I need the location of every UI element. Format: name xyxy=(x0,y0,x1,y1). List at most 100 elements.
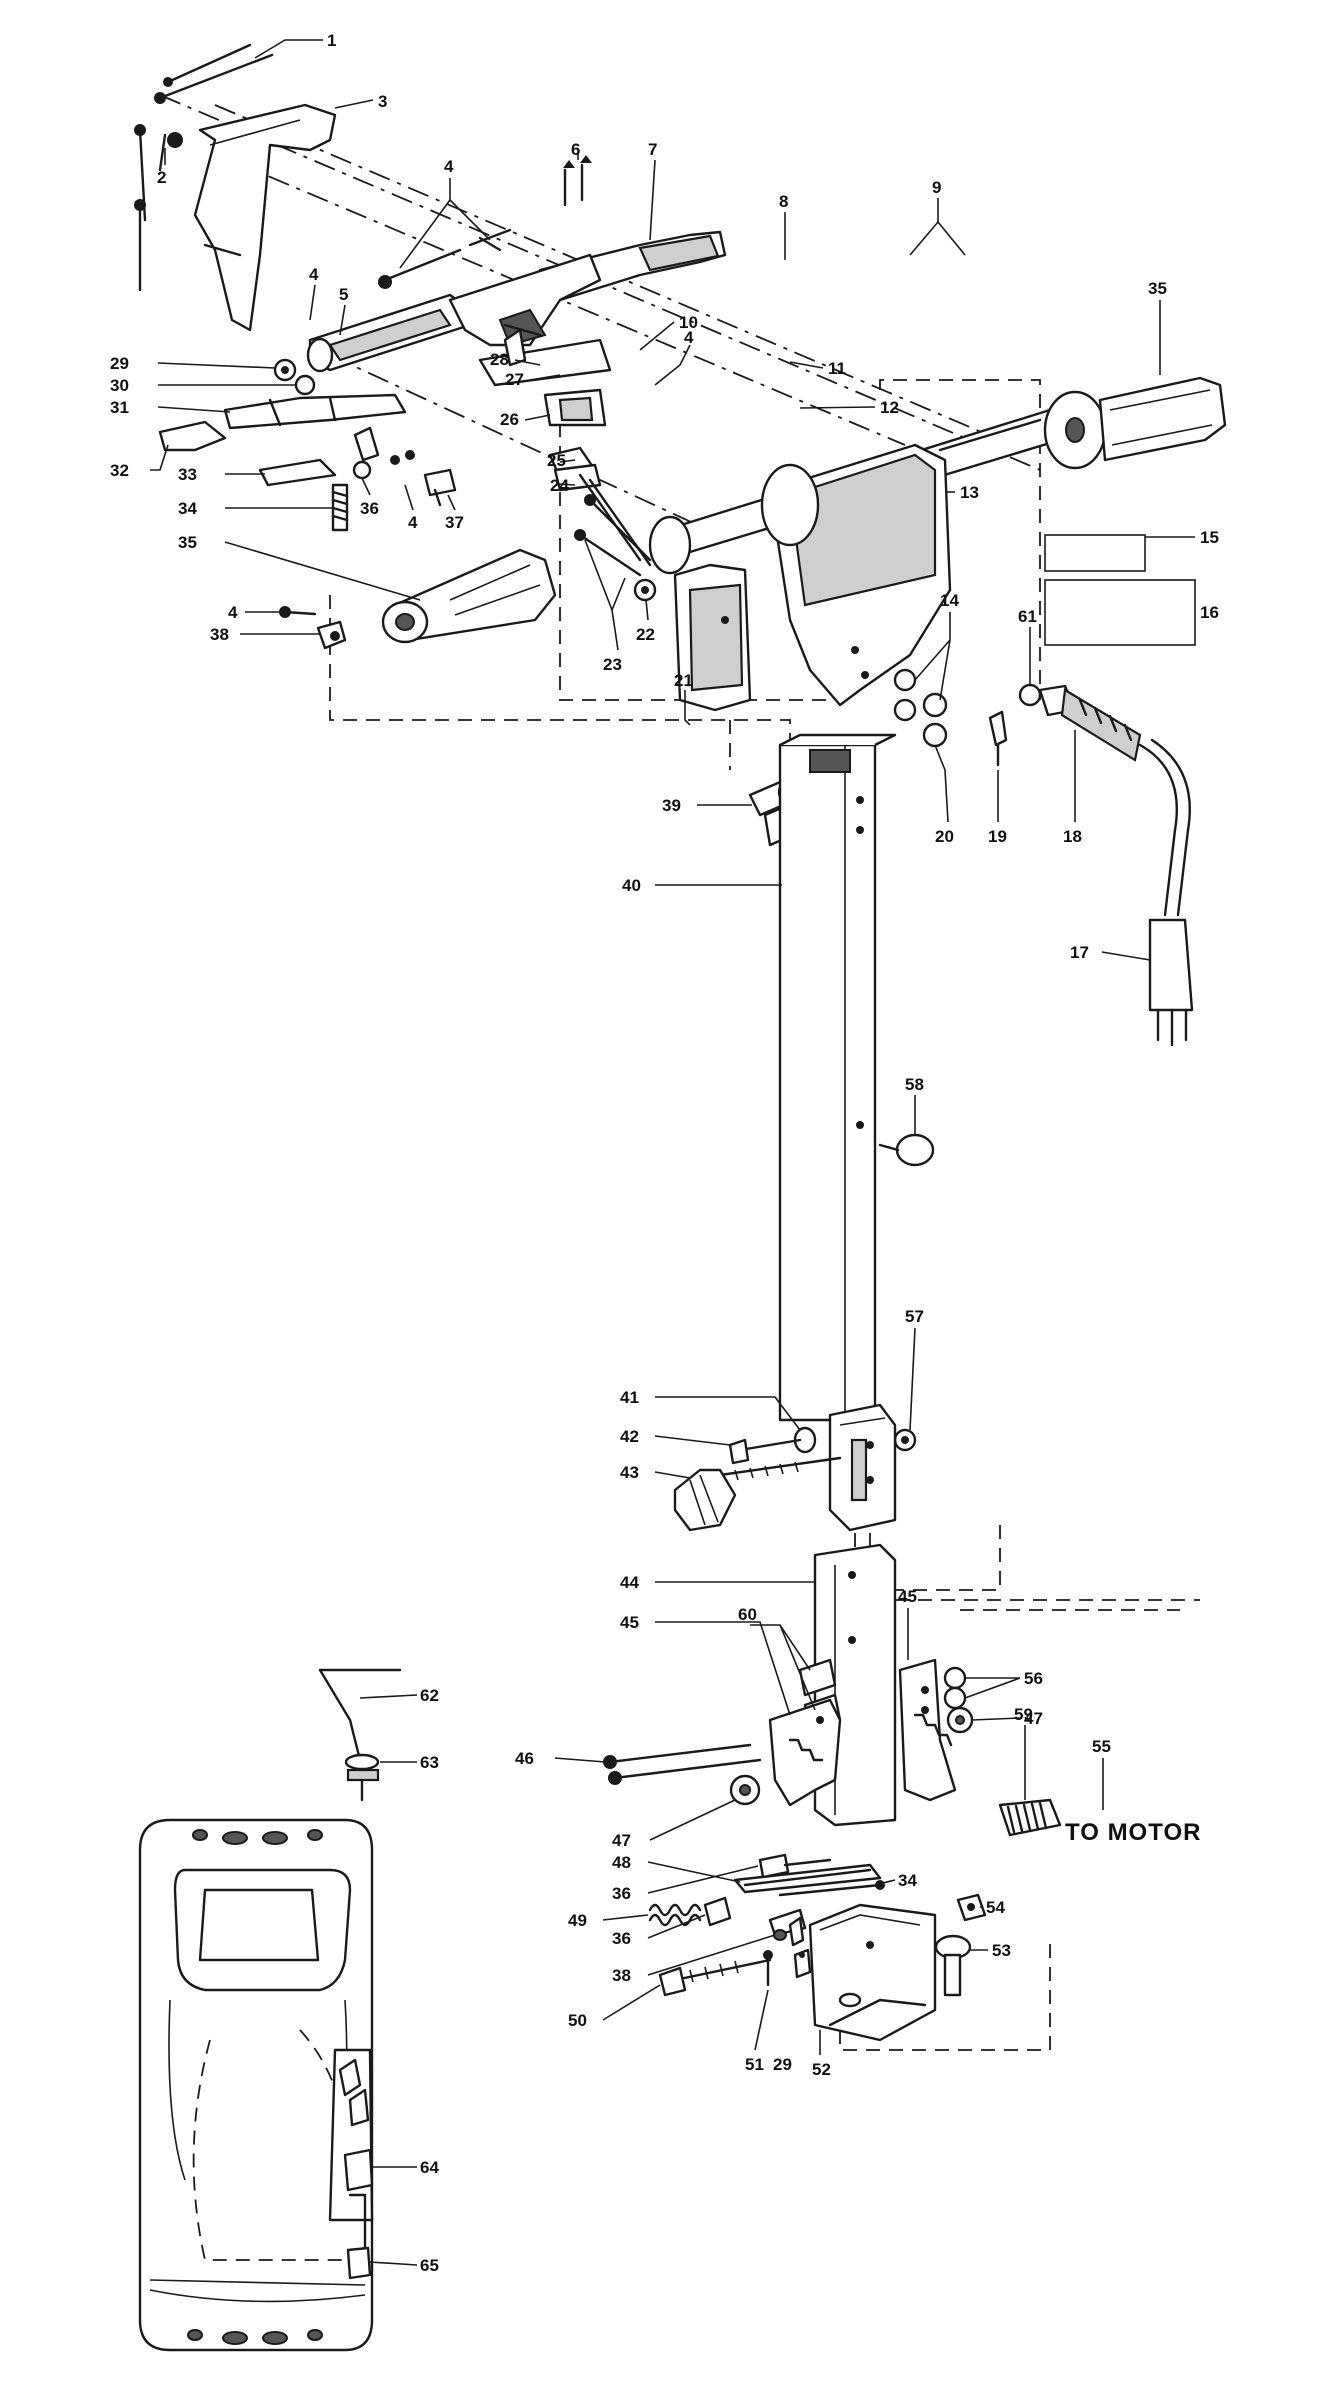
to-motor-label: TO MOTOR xyxy=(1065,1819,1201,1846)
label-6: 6 xyxy=(571,140,580,159)
label-41: 41 xyxy=(620,1388,639,1407)
label-50: 50 xyxy=(568,2011,587,2030)
handle-bracket-21 xyxy=(673,563,752,712)
inset-housing xyxy=(138,1668,402,2352)
label-64: 64 xyxy=(420,2158,439,2177)
label-51: 51 xyxy=(745,2055,764,2074)
label-2: 2 xyxy=(157,168,166,187)
shaft-clamp-upper xyxy=(828,1403,897,1532)
label-26: 26 xyxy=(500,410,519,429)
label-34: 34 xyxy=(178,499,197,518)
label-38b: 38 xyxy=(612,1966,631,1985)
label-9: 9 xyxy=(932,178,941,197)
label-29: 29 xyxy=(110,354,129,373)
label-21: 21 xyxy=(674,671,693,690)
label-52: 52 xyxy=(812,2060,831,2079)
label-22: 22 xyxy=(636,625,655,644)
plate-33 xyxy=(258,458,337,487)
tilt-bracket-right xyxy=(898,1658,957,1802)
screw-nut-38 xyxy=(279,606,347,650)
label-14: 14 xyxy=(940,591,959,610)
label-4b: 4 xyxy=(309,265,319,284)
switch-bar-31 xyxy=(223,393,407,430)
label-42: 42 xyxy=(620,1427,639,1446)
nut-19 xyxy=(988,710,1008,767)
lever-bracket xyxy=(448,253,602,347)
lever-32 xyxy=(158,420,227,452)
label-3: 3 xyxy=(378,92,387,111)
label-23: 23 xyxy=(603,655,622,674)
label-36b: 36 xyxy=(612,1884,631,1903)
label-11: 11 xyxy=(828,359,846,378)
cam-block xyxy=(543,388,607,427)
label-4e: 4 xyxy=(228,603,238,622)
label-36c: 36 xyxy=(612,1929,631,1948)
washer-29-30 xyxy=(273,358,316,396)
label-4c: 4 xyxy=(684,328,694,347)
throttle-plate xyxy=(478,328,612,387)
label-47-left: 47 xyxy=(612,1831,631,1850)
label-57: 57 xyxy=(905,1307,924,1326)
screw-set xyxy=(134,43,274,292)
label-54: 54 xyxy=(986,1898,1005,1917)
left-grip xyxy=(381,548,557,644)
screw-6 xyxy=(563,155,592,207)
small-links xyxy=(548,446,652,567)
label-59: 59 xyxy=(1014,1705,1033,1724)
label-48: 48 xyxy=(612,1853,631,1872)
label-12: 12 xyxy=(880,398,899,417)
label-65: 65 xyxy=(420,2256,439,2275)
knob-58 xyxy=(878,1133,935,1167)
leader-lines xyxy=(150,39,1195,2266)
label-46: 46 xyxy=(515,1749,534,1768)
label-49: 49 xyxy=(568,1911,587,1930)
part-labels: 1 2 3 4 6 7 8 9 35 4 5 10 29 30 31 32 28… xyxy=(110,31,1219,2275)
label-43: 43 xyxy=(620,1463,639,1482)
label-5: 5 xyxy=(339,285,348,304)
label-61: 61 xyxy=(1018,607,1037,626)
label-53: 53 xyxy=(992,1941,1011,1960)
label-45-right: 45 xyxy=(898,1587,917,1606)
label-1: 1 xyxy=(327,31,336,50)
assembly-guide-lines xyxy=(159,94,1200,2051)
label-7: 7 xyxy=(648,140,657,159)
label-39: 39 xyxy=(662,796,681,815)
label-31: 31 xyxy=(110,398,129,417)
power-cord xyxy=(1018,683,1194,1047)
label-18: 18 xyxy=(1063,827,1082,846)
clips-36-38 xyxy=(703,1896,807,1947)
label-45-left: 45 xyxy=(620,1613,639,1632)
handle-cover-half xyxy=(193,103,337,332)
label-40: 40 xyxy=(622,876,641,895)
spring-49 xyxy=(648,1903,702,1927)
label-33: 33 xyxy=(178,465,197,484)
hardware-51-29 xyxy=(763,1948,812,1987)
label-13: 13 xyxy=(960,483,979,502)
label-28: 28 xyxy=(490,350,509,369)
label-17: 17 xyxy=(1070,943,1089,962)
label-35-right: 35 xyxy=(1148,279,1167,298)
spring-59 xyxy=(998,1798,1062,1837)
label-62: 62 xyxy=(420,1686,439,1705)
label-58: 58 xyxy=(905,1075,924,1094)
main-shaft xyxy=(778,733,897,1422)
label-27: 27 xyxy=(505,370,524,389)
label-38: 38 xyxy=(210,625,229,644)
label-60: 60 xyxy=(738,1605,757,1624)
lower-bracket xyxy=(808,1903,937,2042)
decals xyxy=(1044,534,1196,646)
label-47-right: 47 xyxy=(1024,1709,1043,1728)
label-37: 37 xyxy=(445,513,464,532)
label-30: 30 xyxy=(110,376,129,395)
label-25: 25 xyxy=(547,451,566,470)
label-29b: 29 xyxy=(773,2055,792,2074)
spring-34 xyxy=(331,483,349,532)
link-plate xyxy=(733,1863,882,1894)
tilt-bracket-left xyxy=(768,1698,842,1807)
right-grip-35 xyxy=(1043,376,1227,470)
label-20: 20 xyxy=(935,827,954,846)
label-4: 4 xyxy=(444,157,454,176)
washers-14 xyxy=(893,668,948,748)
label-35-left: 35 xyxy=(178,533,197,552)
